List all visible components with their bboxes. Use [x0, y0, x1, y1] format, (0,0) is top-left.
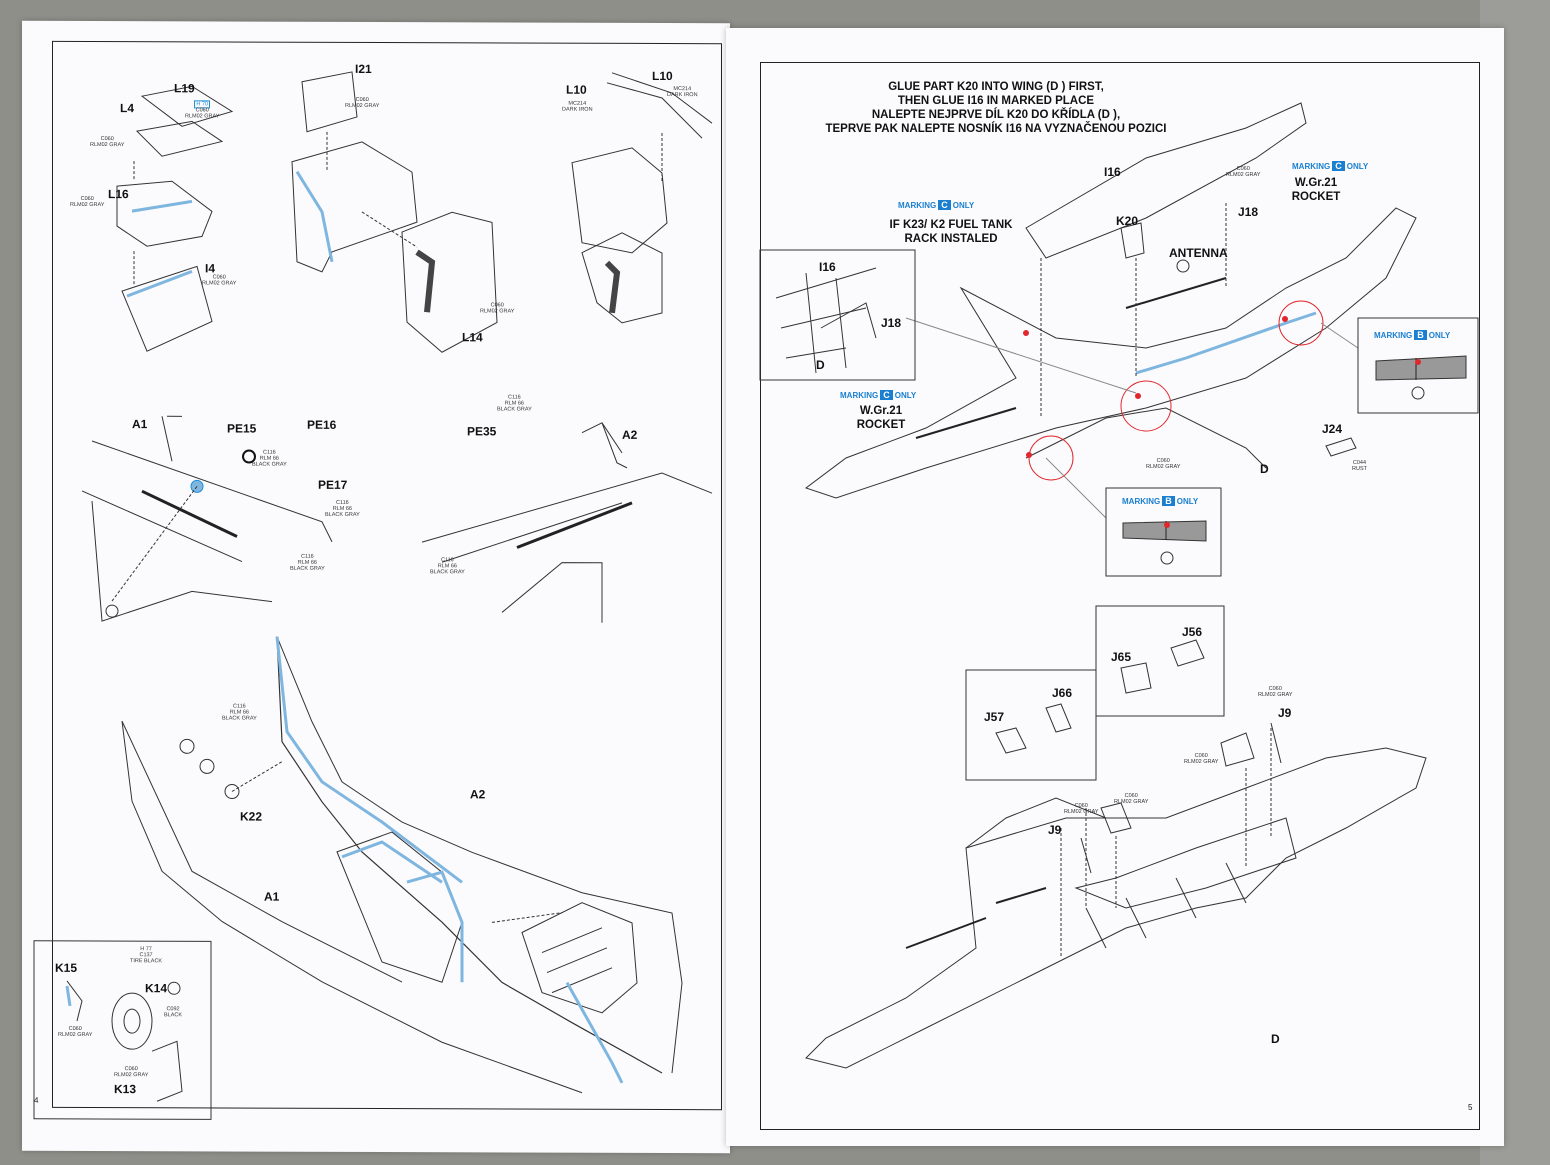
part-label-L14: L14	[462, 330, 483, 345]
part-label-J56: J56	[1182, 625, 1203, 639]
part-label-J24: J24	[1322, 422, 1343, 436]
part-label-K14: K14	[145, 981, 168, 996]
page-frame	[760, 62, 1480, 1130]
part-label-L10-right: L10	[652, 68, 673, 84]
part-label-L16: L16	[108, 187, 129, 202]
assembly-drawing-right	[759, 102, 1479, 1069]
part-label-J9-left: J9	[1048, 823, 1062, 837]
part-label-A1-step3: A1	[264, 889, 280, 904]
instruction-page-right: GLUE PART K20 INTO WING (D ) FIRST, THEN…	[726, 28, 1504, 1146]
page-number: 5	[1468, 1103, 1473, 1112]
part-label-K20: K20	[1116, 214, 1139, 228]
part-label-J66: J66	[1052, 686, 1073, 700]
part-label-K22: K22	[240, 809, 263, 824]
part-label-K15: K15	[55, 960, 78, 975]
fuel-tank-rack-note: IF K23/ K2 FUEL TANK RACK INSTALED	[889, 219, 1013, 245]
page-number: 4	[34, 1095, 39, 1105]
part-label-PE17: PE17	[318, 477, 348, 492]
part-label-J57: J57	[984, 710, 1005, 724]
part-label-J18-inset: J18	[881, 316, 902, 330]
part-label-I21: I21	[355, 61, 372, 76]
part-label-J18: J18	[1238, 205, 1259, 219]
part-label-PE16: PE16	[307, 417, 337, 432]
part-label-I16: I16	[1104, 165, 1121, 179]
rocket-note: W.Gr.21 ROCKET	[856, 405, 906, 431]
rocket-note: W.Gr.21 ROCKET	[1291, 177, 1341, 203]
part-label-L4: L4	[120, 101, 135, 116]
instruction-page-left: L19 L4 L16 I4 I21 L14 L10 L10 A1 PE15 PE…	[22, 20, 730, 1154]
part-label-D-bottom: D	[1271, 1032, 1280, 1046]
glue-instruction-note: GLUE PART K20 INTO WING (D ) FIRST, THEN…	[825, 81, 1167, 135]
part-label-J65: J65	[1111, 650, 1132, 664]
part-label-D: D	[1260, 462, 1269, 476]
part-label-L10-left: L10	[566, 82, 587, 97]
part-label-A2-step2: A2	[622, 427, 638, 442]
part-label-PE15: PE15	[227, 421, 257, 436]
part-label-I4: I4	[205, 261, 216, 276]
part-label-K13: K13	[114, 1082, 137, 1097]
antenna-label: ANTENNA	[1169, 246, 1228, 260]
part-label-L19: L19	[174, 81, 195, 96]
part-label-A2-step3: A2	[470, 787, 486, 802]
part-label-D-inset: D	[816, 358, 825, 372]
part-label-A1: A1	[132, 417, 148, 432]
part-label-I16-inset: I16	[819, 260, 836, 274]
assembly-drawing-left	[33, 71, 713, 1120]
part-label-PE35: PE35	[467, 424, 497, 439]
part-label-J9-right: J9	[1278, 706, 1292, 720]
